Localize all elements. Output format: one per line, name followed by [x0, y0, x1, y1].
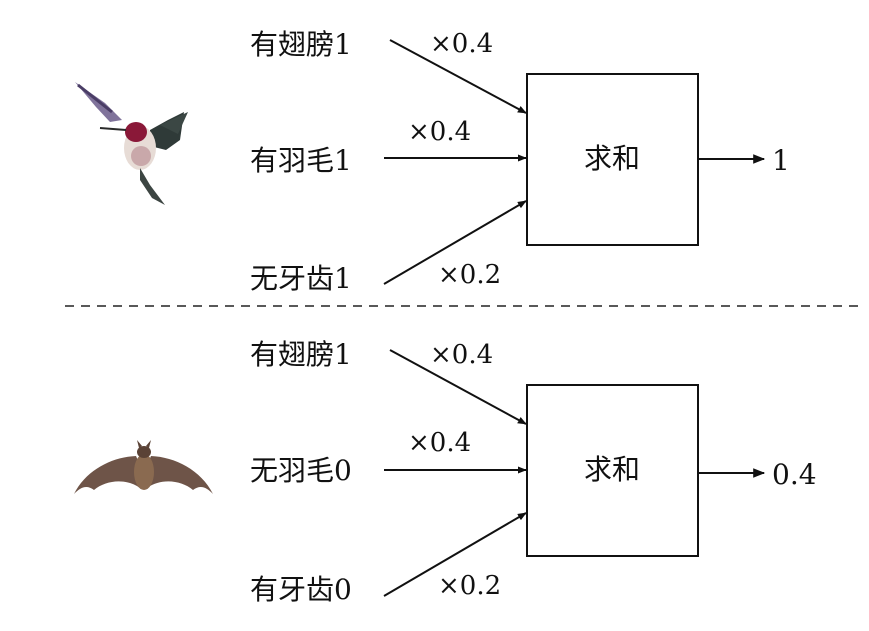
bat-icon [74, 440, 213, 494]
top-weight-1: ×0.4 [430, 29, 493, 59]
bottom-input-label-1: 有翅膀1 [250, 338, 352, 371]
top-arrow-3 [383, 200, 527, 285]
bottom-arrow-3 [383, 512, 527, 597]
hummingbird-icon [75, 82, 188, 205]
top-weight-2: ×0.4 [408, 117, 471, 147]
bottom-input-label-3: 有牙齿0 [250, 573, 352, 606]
bottom-weight-3: ×0.2 [438, 571, 501, 601]
bottom-sum-label: 求和 [584, 453, 640, 486]
bottom-weight-2: ×0.4 [408, 428, 471, 458]
bottom-output-value: 0.4 [772, 458, 817, 491]
top-sum-label: 求和 [584, 142, 640, 175]
bottom-arrow-1 [389, 349, 527, 425]
top-output-value: 1 [772, 144, 790, 177]
bottom-input-label-2: 无羽毛0 [250, 454, 352, 487]
top-weight-3: ×0.2 [438, 260, 501, 290]
top-input-label-2: 有羽毛1 [250, 144, 352, 177]
top-arrow-1 [389, 39, 527, 114]
top-input-label-1: 有翅膀1 [250, 28, 352, 61]
bottom-weight-1: ×0.4 [430, 340, 493, 370]
bottom-sum-box [526, 384, 699, 557]
bottom-panel: 有翅膀1 无羽毛0 有牙齿0 ×0.4 ×0.4 ×0.2 求和 0.4 [74, 338, 817, 606]
top-sum-box [526, 73, 699, 246]
top-input-label-3: 无牙齿1 [250, 262, 352, 295]
top-panel: 有翅膀1 有羽毛1 无牙齿1 ×0.4 ×0.4 ×0.2 求和 1 [75, 28, 790, 295]
